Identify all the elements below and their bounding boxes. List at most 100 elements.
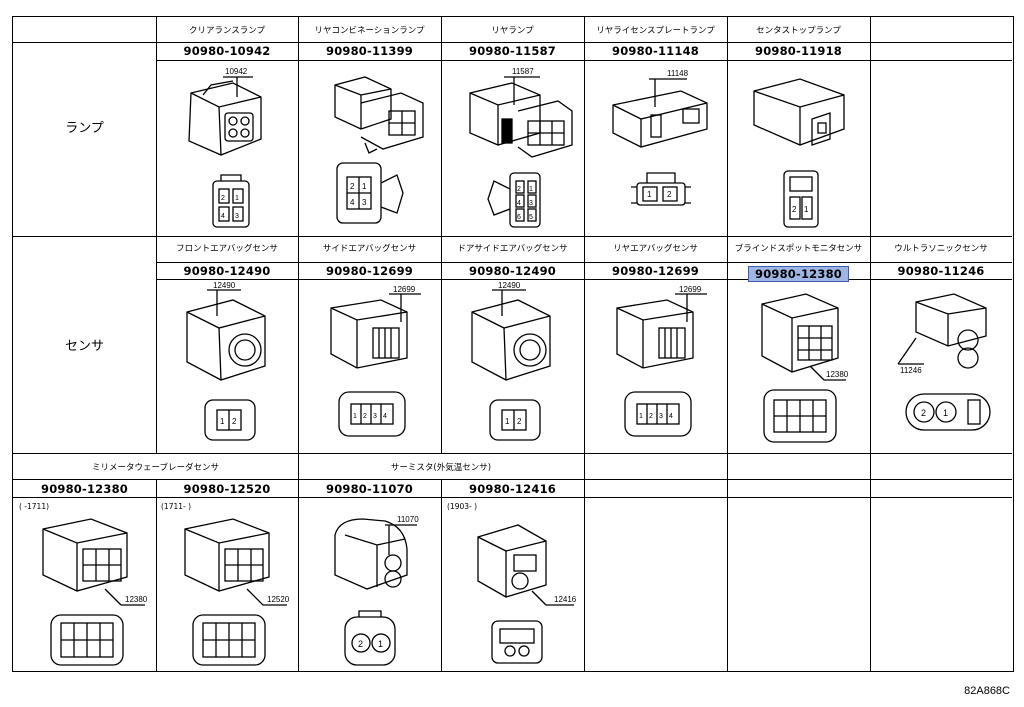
category-label-sensor: センサ xyxy=(64,339,104,354)
part-name: フロントエアバッグセンサ xyxy=(176,244,278,254)
grid-line xyxy=(298,17,299,672)
part-number-link[interactable]: 90980-11070 xyxy=(326,482,413,496)
grid-line xyxy=(13,236,1012,237)
callout-label: 12380 xyxy=(826,370,849,379)
part-number-link[interactable]: 90980-11587 xyxy=(469,44,556,58)
connector-illustration: 12416 xyxy=(448,511,578,671)
svg-text:2: 2 xyxy=(363,413,367,420)
connector-illustration: 11246 2 1 xyxy=(876,282,1006,452)
svg-text:1: 1 xyxy=(353,413,357,420)
svg-text:1: 1 xyxy=(943,408,948,418)
connector-illustration: 12520 xyxy=(163,511,293,671)
part-number-link[interactable]: 90980-11399 xyxy=(326,44,413,58)
svg-text:2: 2 xyxy=(649,413,653,420)
svg-text:2: 2 xyxy=(921,408,926,418)
callout-label: 12416 xyxy=(554,595,577,604)
grid-line xyxy=(870,17,871,672)
part-number-link[interactable]: 90980-12490 xyxy=(183,264,271,278)
svg-text:1: 1 xyxy=(362,182,367,191)
svg-text:3: 3 xyxy=(373,413,377,420)
grid-line xyxy=(441,479,442,672)
callout-label: 12699 xyxy=(679,285,702,294)
svg-text:3: 3 xyxy=(362,198,367,207)
part-number-link[interactable]: 90980-11918 xyxy=(755,44,842,58)
connector-illustration: 12380 xyxy=(21,511,151,671)
part-name: ミリメータウェーブレーダセンサ xyxy=(92,463,219,473)
svg-text:4: 4 xyxy=(221,213,225,220)
svg-text:4: 4 xyxy=(383,413,387,420)
svg-text:3: 3 xyxy=(529,200,533,207)
callout-label: 12520 xyxy=(267,595,290,604)
part-name: ドアサイドエアバッグセンサ xyxy=(457,244,568,254)
svg-text:6: 6 xyxy=(517,214,521,221)
part-name: リヤランプ xyxy=(491,26,534,36)
date-note: ( -1711) xyxy=(19,502,50,511)
part-name: リヤエアバッグセンサ xyxy=(613,244,698,254)
callout-label: 11070 xyxy=(397,515,419,524)
svg-text:2: 2 xyxy=(232,417,237,426)
grid-line xyxy=(13,453,1012,454)
grid-line xyxy=(156,479,157,672)
callout-label: 12490 xyxy=(213,282,236,290)
svg-text:4: 4 xyxy=(669,413,673,420)
svg-text:4: 4 xyxy=(350,198,355,207)
grid-line xyxy=(156,17,157,454)
callout-label: 12699 xyxy=(393,285,416,294)
part-name: リヤコンビネーションランプ xyxy=(314,26,425,36)
connector-illustration: 10942 2 1 4 3 xyxy=(163,63,293,233)
svg-text:2: 2 xyxy=(517,417,522,426)
svg-text:5: 5 xyxy=(529,214,533,221)
part-name: サイドエアバッグセンサ xyxy=(322,244,417,254)
part-name: リヤライセンスプレートランプ xyxy=(596,26,715,36)
svg-text:2: 2 xyxy=(517,186,521,193)
svg-text:4: 4 xyxy=(517,200,521,207)
connector-illustration: 11587 2 1 4 3 6 5 xyxy=(448,63,578,233)
callout-label: 11587 xyxy=(512,67,534,76)
part-number-link-selected[interactable]: 90980-12380 xyxy=(748,266,849,282)
date-note: (1711- ) xyxy=(161,502,192,511)
callout-label: 12380 xyxy=(125,595,148,604)
part-number-link[interactable]: 90980-12416 xyxy=(469,482,556,496)
grid-line xyxy=(13,497,1012,498)
grid-line xyxy=(441,17,442,454)
part-number-link[interactable]: 90980-12699 xyxy=(612,264,699,278)
callout-label: 12490 xyxy=(498,282,521,290)
part-name: サーミスタ(外気温センサ) xyxy=(390,463,492,473)
part-number-link[interactable]: 90980-12490 xyxy=(469,264,556,278)
svg-text:1: 1 xyxy=(529,186,533,193)
grid-line xyxy=(13,479,1012,480)
grid-line xyxy=(13,42,1012,43)
svg-text:2: 2 xyxy=(792,205,797,214)
svg-text:1: 1 xyxy=(378,639,383,649)
category-label-lamp: ランプ xyxy=(65,121,104,136)
part-number-link[interactable]: 90980-12699 xyxy=(326,264,413,278)
svg-text:1: 1 xyxy=(505,417,510,426)
part-name: クリアランスランプ xyxy=(188,26,266,36)
part-number-link[interactable]: 90980-12520 xyxy=(183,482,271,496)
connector-illustration: 12380 xyxy=(734,282,864,452)
svg-text:2: 2 xyxy=(350,182,355,191)
svg-text:2: 2 xyxy=(221,195,225,202)
svg-text:1: 1 xyxy=(235,195,239,202)
part-number-link[interactable]: 90980-11148 xyxy=(612,44,699,58)
callout-label: 10942 xyxy=(225,67,248,76)
parts-table: ランプ センサ クリアランスランプ リヤコンビネーションランプ リヤランプ リヤ… xyxy=(12,16,1014,672)
part-number-link[interactable]: 90980-11246 xyxy=(897,264,985,278)
part-name: センタストップランプ xyxy=(756,26,841,36)
part-number-link[interactable]: 90980-10942 xyxy=(183,44,271,58)
svg-text:1: 1 xyxy=(639,413,643,420)
grid-line xyxy=(584,17,585,672)
callout-label: 11246 xyxy=(900,366,922,375)
part-number-link[interactable]: 90980-12380 xyxy=(41,482,128,496)
svg-text:3: 3 xyxy=(659,413,663,420)
svg-text:3: 3 xyxy=(235,213,239,220)
svg-text:1: 1 xyxy=(220,417,225,426)
date-note: (1903- ) xyxy=(447,502,478,511)
